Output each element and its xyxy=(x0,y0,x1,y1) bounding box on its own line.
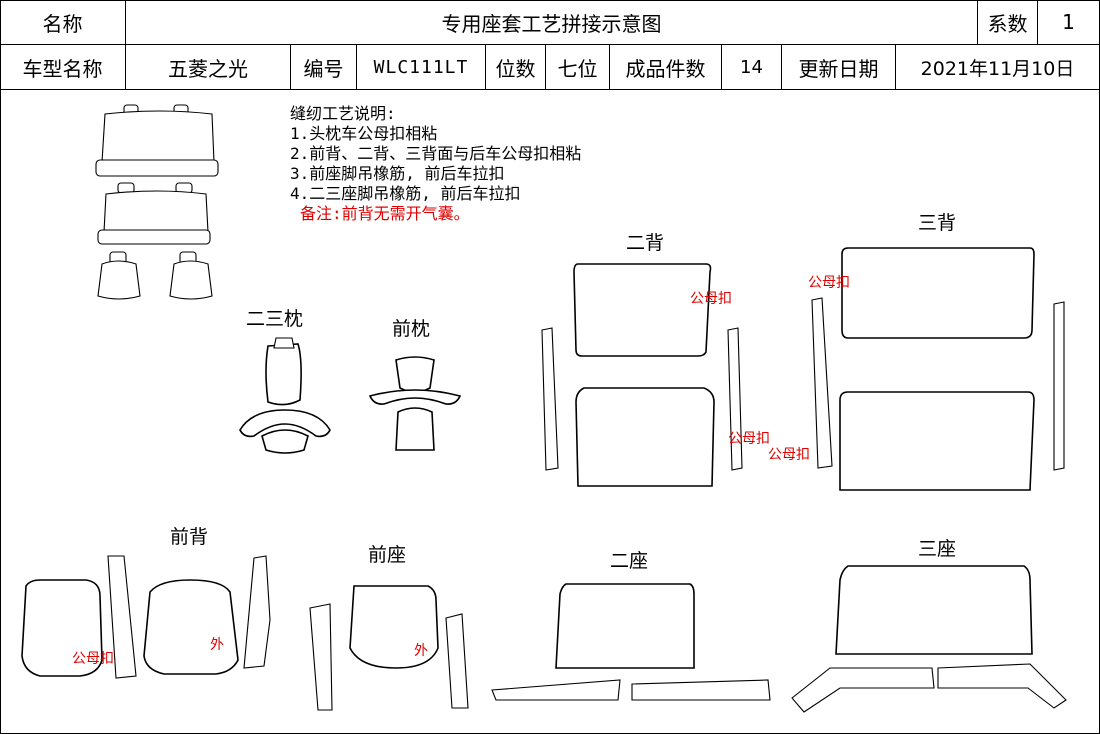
code-label: 编号 xyxy=(291,45,357,90)
label-headrest-front: 前枕 xyxy=(392,318,431,340)
seats-label: 位数 xyxy=(486,45,546,90)
label-back-2: 二背 xyxy=(626,232,665,254)
label-headrest-23: 二三枕 xyxy=(246,308,304,330)
remark-note: 备注:前背无需开气囊。 xyxy=(300,204,470,223)
count-value: 14 xyxy=(722,45,782,90)
snap-tag: 公母扣 xyxy=(768,447,810,463)
date-label: 更新日期 xyxy=(782,45,896,90)
seat-2-pieces xyxy=(491,583,771,701)
snap-tag: 公母扣 xyxy=(690,291,732,307)
snap-tag: 公母扣 xyxy=(72,651,114,667)
headrest-front-pieces xyxy=(368,356,462,451)
notes-heading: 缝纫工艺说明: xyxy=(290,104,396,123)
snap-tag: 公母扣 xyxy=(728,431,770,447)
label-seat-front: 前座 xyxy=(368,544,407,566)
back-3-pieces xyxy=(811,247,1065,491)
seats-value: 七位 xyxy=(546,45,610,90)
note-item: 2.前背、二背、三背面与后车公母扣相粘 xyxy=(290,144,582,163)
headrest-23-pieces xyxy=(239,337,331,454)
back-front-pieces xyxy=(21,555,271,679)
model-value: 五菱之光 xyxy=(126,45,291,90)
note-item: 1.头枕车公母扣相粘 xyxy=(290,124,438,143)
model-label: 车型名称 xyxy=(0,45,126,90)
label-back-3: 三背 xyxy=(918,212,957,234)
note-item: 4.二三座脚吊橡筋, 前后车拉扣 xyxy=(290,184,521,203)
snap-tag: 公母扣 xyxy=(808,275,850,291)
coef-label: 系数 xyxy=(978,0,1038,45)
label-seat-3: 三座 xyxy=(918,538,957,560)
seat-front-pieces xyxy=(309,585,469,711)
seat-3-pieces xyxy=(791,565,1067,713)
note-item: 3.前座脚吊橡筋, 前后车拉扣 xyxy=(290,164,505,183)
code-value: WLC111LT xyxy=(357,45,486,90)
name-label: 名称 xyxy=(0,0,126,45)
outer-tag: 外 xyxy=(210,637,224,653)
doc-title: 专用座套工艺拼接示意图 xyxy=(126,0,978,45)
back-2-pieces xyxy=(541,263,743,487)
outer-tag: 外 xyxy=(414,643,428,659)
count-label: 成品件数 xyxy=(610,45,722,90)
sewing-notes: 缝纫工艺说明: 1.头枕车公母扣相粘 2.前背、二背、三背面与后车公母扣相粘 3… xyxy=(290,104,581,224)
label-back-front: 前背 xyxy=(170,526,209,548)
label-seat-2: 二座 xyxy=(610,550,649,572)
seat-layout-thumbnail xyxy=(95,104,219,300)
